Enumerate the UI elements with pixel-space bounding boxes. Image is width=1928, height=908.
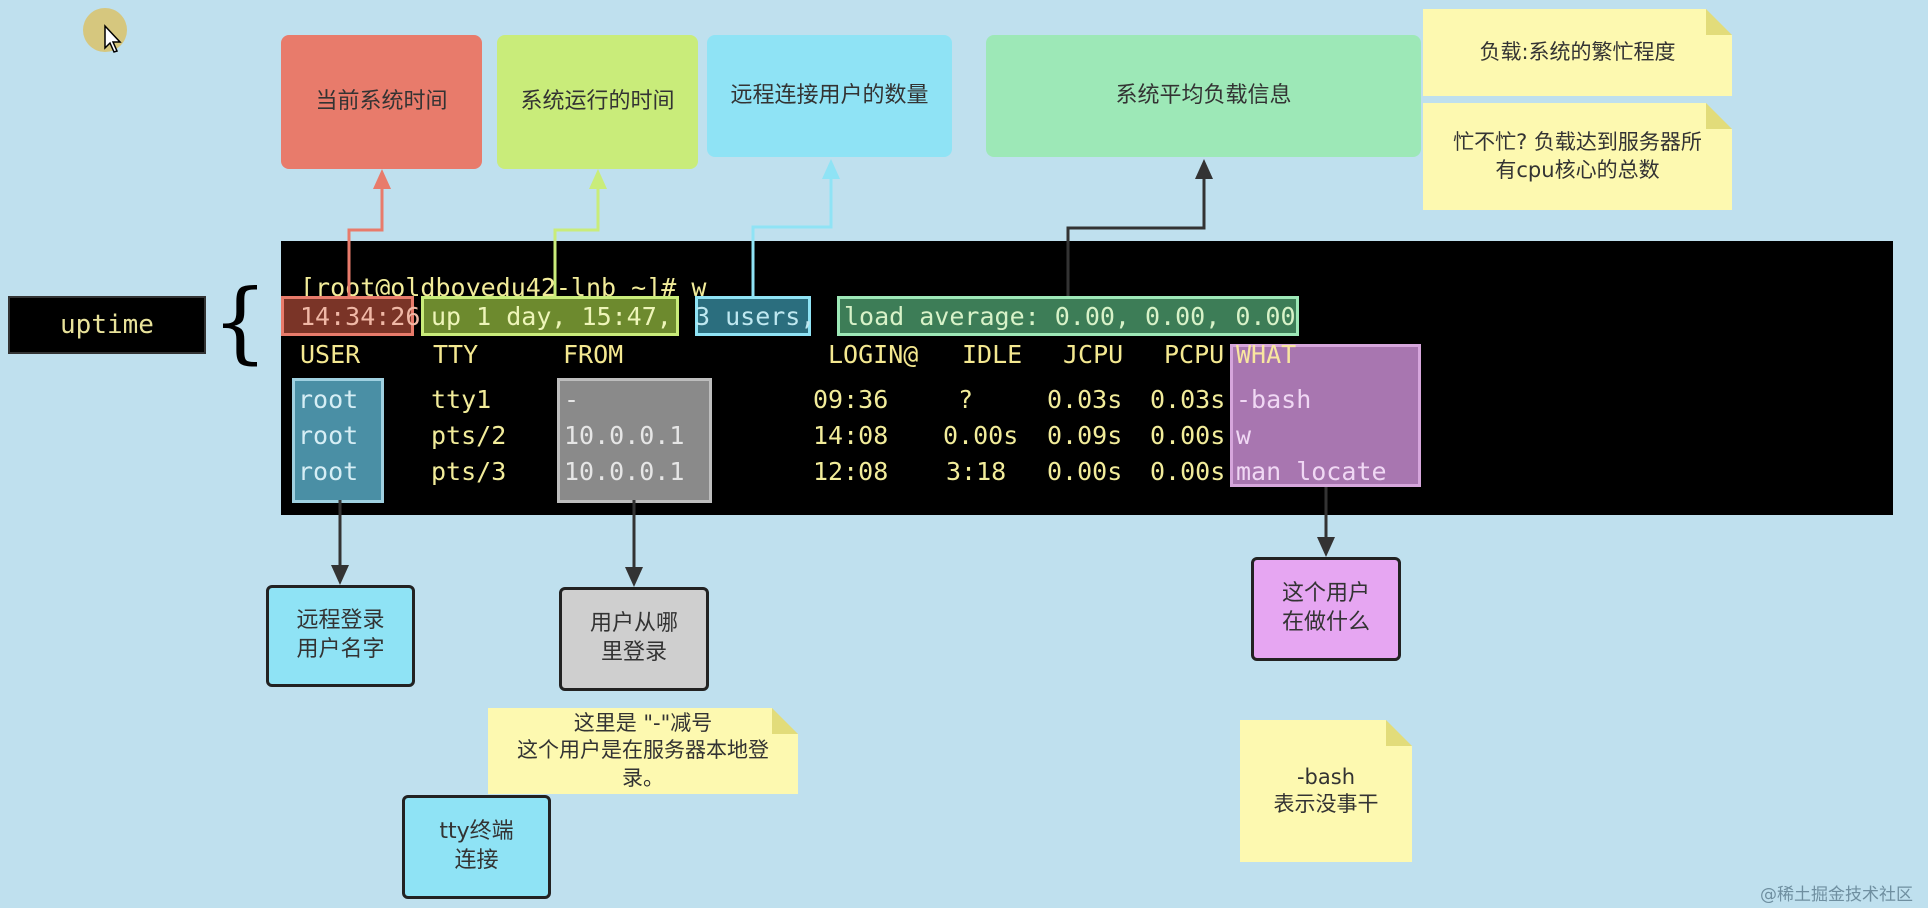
col-header-user: USER bbox=[300, 340, 361, 369]
row3-login: 12:08 bbox=[813, 457, 889, 486]
row1-login: 09:36 bbox=[813, 385, 889, 414]
label-remote-users: 远程连接用户的数量 bbox=[707, 35, 952, 157]
curly-brace-icon: { bbox=[212, 270, 268, 373]
row2-user: root bbox=[298, 421, 359, 450]
col-header-jcpu: JCPU bbox=[1063, 340, 1124, 369]
note-load-busy: 忙不忙? 负载达到服务器所 有cpu核心的总数 bbox=[1423, 103, 1732, 210]
note-bash-meaning: -bash 表示没事干 bbox=[1240, 720, 1412, 862]
row2-what: w bbox=[1236, 421, 1252, 450]
row3-pcpu: 0.00s bbox=[1150, 457, 1226, 486]
label-tty-connection: tty终端 连接 bbox=[402, 795, 551, 899]
arrowhead-what-down bbox=[1317, 537, 1335, 557]
uptime-time: 14:34:26 bbox=[300, 302, 421, 331]
watermark: @稀土掘金技术社区 bbox=[1760, 885, 1913, 905]
row3-from: 10.0.0.1 bbox=[564, 457, 685, 486]
uptime-users: 3 users, bbox=[695, 302, 816, 331]
arrowhead-load-average bbox=[1195, 159, 1213, 179]
uptime-up: up 1 day, 15:47, bbox=[431, 302, 672, 331]
col-header-idle: IDLE bbox=[962, 340, 1023, 369]
note-load-meaning: 负载:系统的繁忙程度 bbox=[1423, 9, 1732, 96]
row1-what: -bash bbox=[1236, 385, 1312, 414]
terminal-window: [root@oldboyedu42-lnb ~]# w 14:34:26 up … bbox=[281, 241, 1893, 515]
highlight-users bbox=[695, 296, 811, 336]
label-what-doing: 这个用户 在做什么 bbox=[1251, 557, 1401, 661]
col-header-pcpu: PCPU bbox=[1164, 340, 1225, 369]
row1-user: root bbox=[298, 385, 359, 414]
row2-from: 10.0.0.1 bbox=[564, 421, 685, 450]
row1-idle: ? bbox=[958, 385, 974, 414]
arrowhead-from-down bbox=[625, 567, 643, 587]
col-header-login: LOGIN@ bbox=[828, 340, 919, 369]
row2-idle: 0.00s bbox=[943, 421, 1019, 450]
row3-jcpu: 0.00s bbox=[1047, 457, 1123, 486]
highlight-load bbox=[837, 296, 1299, 336]
row3-what: man locate bbox=[1236, 457, 1387, 486]
col-header-from: FROM bbox=[563, 340, 624, 369]
arrowhead-remote-users bbox=[822, 159, 840, 179]
arrowhead-current-time bbox=[373, 169, 391, 189]
highlight-user-column bbox=[292, 378, 384, 503]
label-login-from: 用户从哪 里登录 bbox=[559, 587, 709, 691]
row2-login: 14:08 bbox=[813, 421, 889, 450]
row2-pcpu: 0.00s bbox=[1150, 421, 1226, 450]
label-uptime: 系统运行的时间 bbox=[497, 35, 698, 169]
highlight-what-column bbox=[1230, 344, 1421, 487]
row3-user: root bbox=[298, 457, 359, 486]
row2-jcpu: 0.09s bbox=[1047, 421, 1123, 450]
label-current-time: 当前系统时间 bbox=[281, 35, 482, 169]
command-uptime-label: uptime bbox=[8, 296, 206, 354]
highlight-uptime bbox=[421, 296, 679, 336]
row1-pcpu: 0.03s bbox=[1150, 385, 1226, 414]
row1-from: - bbox=[564, 385, 580, 414]
cursor-highlight bbox=[83, 8, 127, 52]
col-header-tty: TTY bbox=[433, 340, 479, 369]
label-load-average: 系统平均负载信息 bbox=[986, 35, 1421, 157]
row1-jcpu: 0.03s bbox=[1047, 385, 1123, 414]
row3-idle: 3:18 bbox=[946, 457, 1007, 486]
row1-tty: tty1 bbox=[431, 385, 492, 414]
uptime-load: load average: 0.00, 0.00, 0.00 bbox=[844, 302, 1296, 331]
row3-tty: pts/3 bbox=[431, 457, 507, 486]
label-remote-user-name: 远程登录 用户名字 bbox=[266, 585, 415, 687]
highlight-time bbox=[281, 296, 414, 336]
arrowhead-user-down bbox=[331, 565, 349, 585]
row2-tty: pts/2 bbox=[431, 421, 507, 450]
arrowhead-uptime bbox=[589, 169, 607, 189]
note-dash-meaning: 这里是 "-"减号 这个用户是在服务器本地登 录。 bbox=[488, 708, 798, 794]
col-header-what: WHAT bbox=[1236, 340, 1297, 369]
